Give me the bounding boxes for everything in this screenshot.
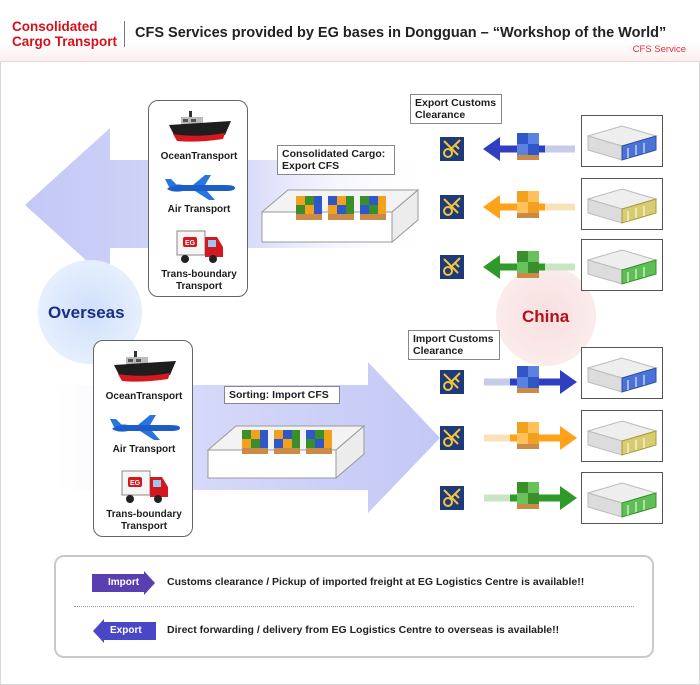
truck-icon: EG <box>120 467 170 512</box>
export-legend-label: Export <box>110 625 142 636</box>
header-separator <box>124 21 125 47</box>
export-customs-label: Export Customs Clearance <box>410 94 502 124</box>
factory-icon <box>581 178 663 230</box>
import-legend-label: Import <box>108 577 140 588</box>
export-arrow-green <box>483 251 575 279</box>
section-subtitle: CFS Service <box>632 44 686 55</box>
ocean-transport-label: OceanTransport <box>105 391 183 402</box>
import-transport-panel: OceanTransport Air Transport EG Trans-bo… <box>93 340 193 537</box>
ship-icon <box>112 345 178 390</box>
export-cfs-label: Consolidated Cargo: Export CFS <box>277 145 395 175</box>
customs-icon <box>440 255 464 279</box>
customs-icon <box>440 370 464 394</box>
import-arrow-green <box>484 482 577 510</box>
export-cfs-line-1: Consolidated Cargo: <box>282 148 386 160</box>
export-pallet-1 <box>296 196 322 220</box>
export-arrow-blue <box>483 133 575 161</box>
import-pallet-3 <box>306 430 332 454</box>
trans-boundary-line-2: Transport <box>175 281 223 292</box>
export-transport-panel: OceanTransport Air Transport EG Trans-bo… <box>148 100 248 297</box>
brand-line-2: Cargo Transport <box>12 34 118 49</box>
export-customs-line-1: Export Customs <box>415 97 497 109</box>
china-circle <box>496 266 596 366</box>
customs-icon <box>440 195 464 219</box>
factory-icon <box>581 115 663 167</box>
customs-icon <box>440 486 464 510</box>
customs-icon <box>440 426 464 450</box>
import-legend-text: Customs clearance / Pickup of imported f… <box>167 576 585 588</box>
import-customs-line-2: Clearance <box>413 345 464 357</box>
trans-boundary-label: Trans-boundary Transport <box>149 269 249 293</box>
svg-text:EG: EG <box>130 480 141 487</box>
export-legend-text: Direct forwarding / delivery from EG Log… <box>167 624 560 636</box>
overseas-circle <box>38 260 142 364</box>
trans-boundary-line-1: Trans-boundary <box>161 269 237 280</box>
overseas-label: Overseas <box>48 303 125 322</box>
truck-icon: EG <box>175 227 225 272</box>
factory-icon <box>581 410 663 462</box>
page-title: CFS Services provided by EG bases in Don… <box>135 25 667 41</box>
export-legend-arrow: Export <box>92 619 156 643</box>
air-transport-label: Air Transport <box>112 444 176 455</box>
china-label: China <box>522 307 570 326</box>
brand-title: Consolidated Cargo Transport <box>12 19 117 49</box>
export-customs-line-2: Clearance <box>415 109 466 121</box>
export-cfs-line-2: Export CFS <box>282 160 340 172</box>
legend-divider <box>74 606 634 607</box>
air-transport-label: Air Transport <box>167 204 231 215</box>
import-pallet-1 <box>242 430 268 454</box>
airplane-icon <box>163 173 237 206</box>
export-arrow-orange <box>483 191 575 219</box>
airplane-icon <box>108 413 182 446</box>
import-legend-arrow: Import <box>92 571 156 595</box>
import-customs-label: Import Customs Clearance <box>408 330 500 360</box>
export-pallet-2 <box>328 196 354 220</box>
trans-boundary-line-2: Transport <box>120 521 168 532</box>
import-arrow-orange <box>484 422 577 450</box>
factory-icon <box>581 239 663 291</box>
trans-boundary-line-1: Trans-boundary <box>106 509 182 520</box>
trans-boundary-label: Trans-boundary Transport <box>94 509 194 533</box>
import-arrow-blue <box>484 366 577 394</box>
page-header: Consolidated Cargo Transport CFS Service… <box>0 0 700 62</box>
import-cfs-label: Sorting: Import CFS <box>224 386 340 404</box>
legend-box: Import Customs clearance / Pickup of imp… <box>54 555 654 658</box>
factory-icon <box>581 347 663 399</box>
svg-text:EG: EG <box>185 240 196 247</box>
ship-icon <box>167 105 233 150</box>
import-pallet-2 <box>274 430 300 454</box>
import-customs-line-1: Import Customs <box>413 333 494 345</box>
factory-icon <box>581 472 663 524</box>
export-pallet-3 <box>360 196 386 220</box>
customs-icon <box>440 137 464 161</box>
ocean-transport-label: OceanTransport <box>160 151 238 162</box>
brand-line-1: Consolidated <box>12 19 98 34</box>
